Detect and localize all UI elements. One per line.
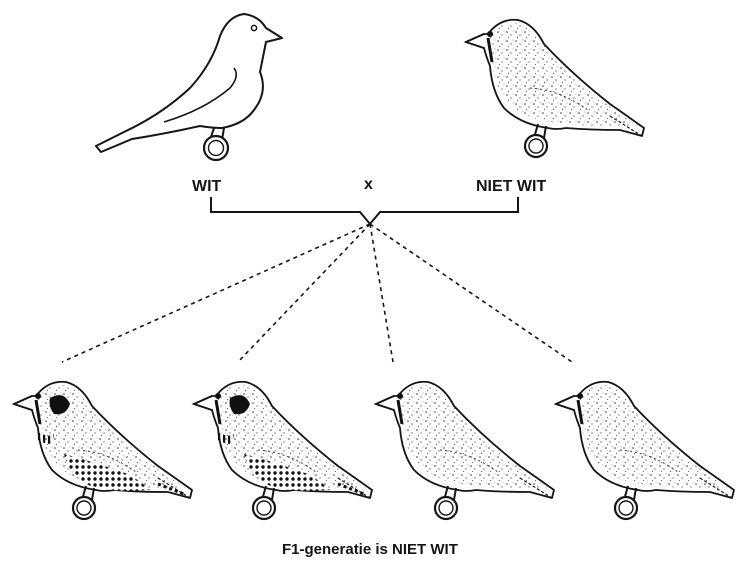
- offspring-bird-4: [556, 382, 734, 519]
- white-parent-bird: [96, 14, 282, 160]
- offspring-bird-2: [194, 382, 372, 519]
- f1-caption: F1-generatie is NIET WIT: [282, 541, 458, 559]
- descent-line-1: [62, 224, 370, 362]
- cross-symbol: x: [364, 176, 373, 194]
- offspring-bird-1: [14, 382, 192, 519]
- cross-bracket: [211, 197, 518, 224]
- descent-line-4: [370, 224, 572, 362]
- right-parent-label: NIET WIT: [476, 178, 546, 196]
- left-parent-label: WIT: [192, 178, 221, 196]
- descent-line-2: [238, 224, 370, 362]
- grey-parent-bird: [466, 20, 644, 157]
- offspring-bird-3: [376, 382, 554, 519]
- descent-line-3: [370, 224, 393, 362]
